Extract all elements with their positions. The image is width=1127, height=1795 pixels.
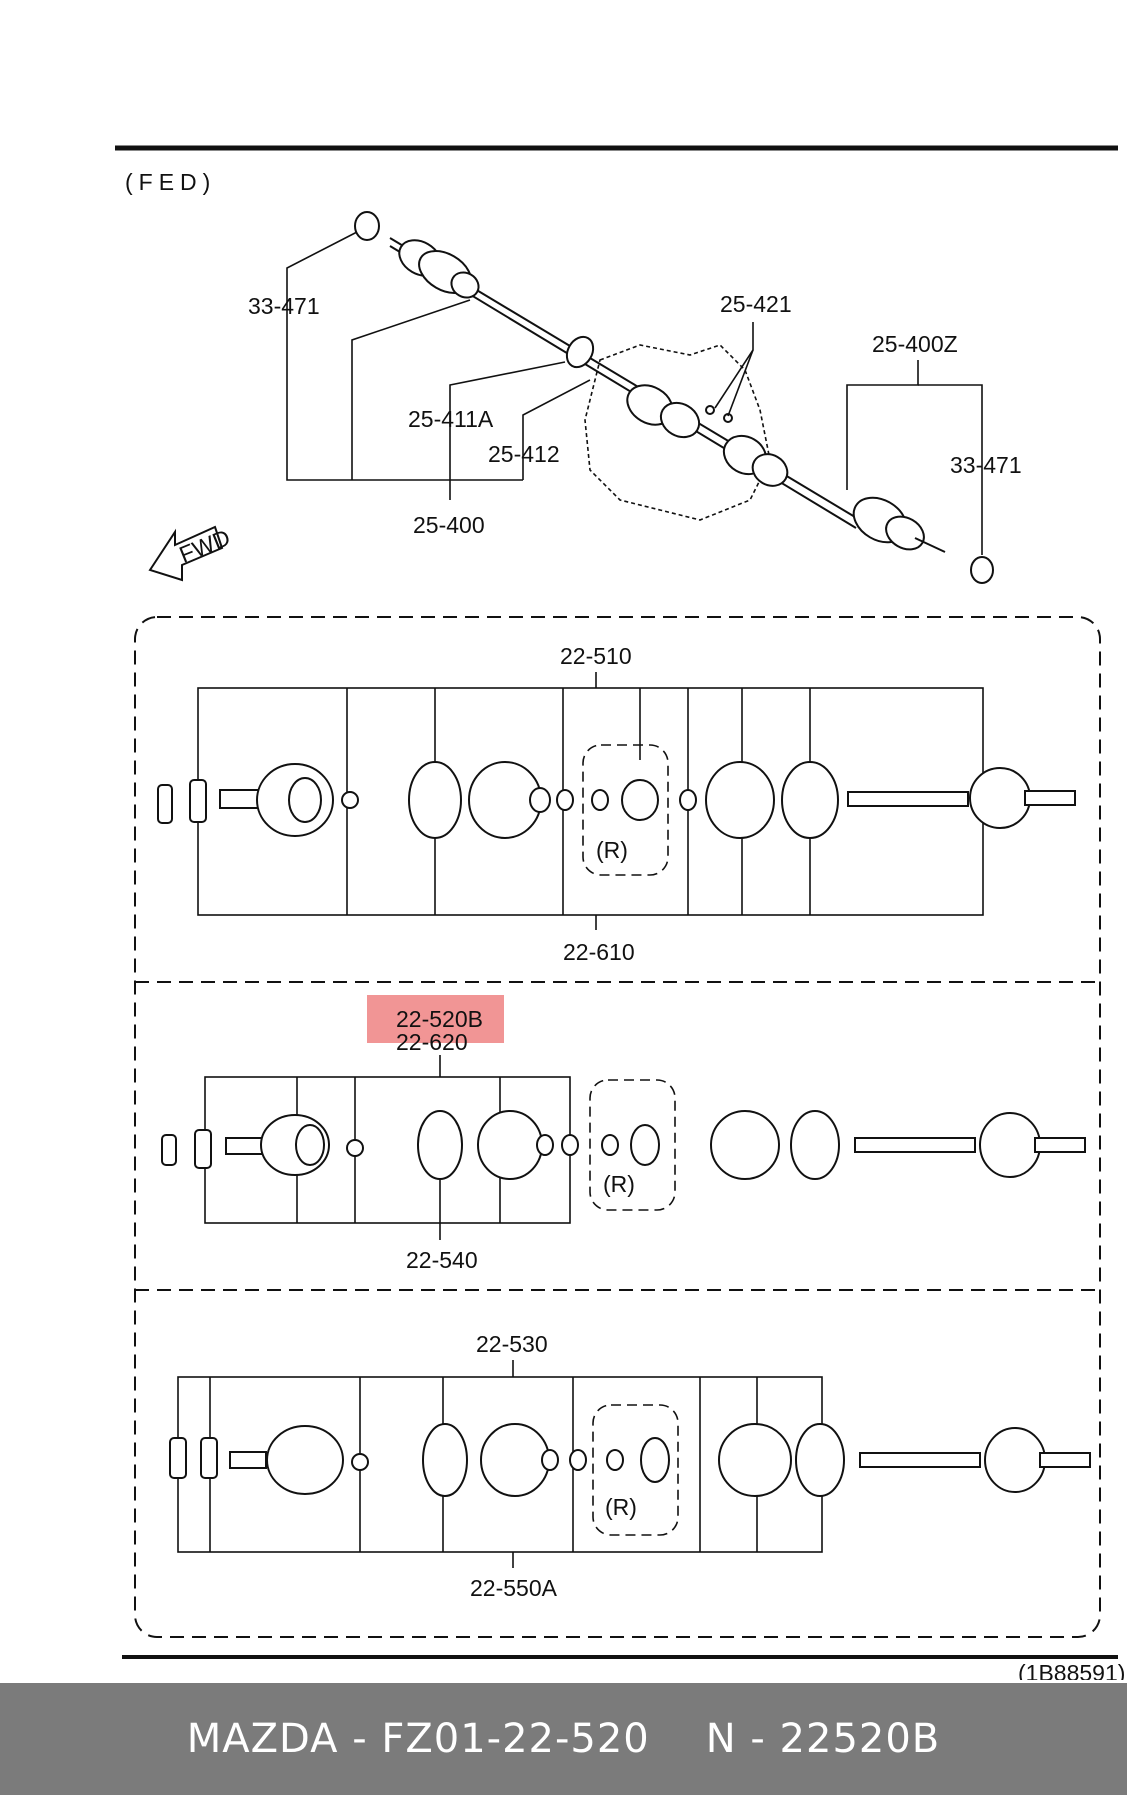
panel2-top-callout: 22-620 <box>396 1029 468 1055</box>
driveshaft-assembly <box>354 211 994 584</box>
drawing-number: (1B88591) <box>1018 1660 1125 1680</box>
panel-1 <box>157 672 1076 930</box>
panel2-r-label: (R) <box>603 1171 635 1197</box>
panel1-bottom-callout: 22-610 <box>563 939 635 965</box>
panel-3 <box>169 1360 1091 1568</box>
variant-label: (FED) <box>125 169 216 195</box>
highlighted-part-number: 22-520B <box>396 1006 483 1032</box>
panel3-top-callout: 22-530 <box>476 1331 548 1357</box>
fwd-arrow-icon: FWD <box>148 524 234 582</box>
panel1-top-callout: 22-510 <box>560 643 632 669</box>
footer-reference: N - 22520B <box>705 1716 941 1762</box>
callout-25-411A: 25-411A <box>408 406 494 432</box>
top-leaders <box>286 231 983 555</box>
callout-33-471-right: 33-471 <box>950 452 1022 478</box>
callout-33-471-left: 33-471 <box>248 293 320 319</box>
exploded-frame <box>134 616 1101 1638</box>
callout-25-421: 25-421 <box>720 291 792 317</box>
panel3-r-label: (R) <box>605 1494 637 1520</box>
panel1-r-label: (R) <box>596 837 628 863</box>
footer-part-number: MAZDA - FZ01-22-520 <box>186 1716 650 1762</box>
highlight-box <box>367 995 504 1043</box>
panel-2 <box>161 1055 1086 1240</box>
panel3-bottom-callout: 22-550A <box>470 1575 558 1601</box>
callout-25-400: 25-400 <box>413 512 485 538</box>
callout-25-412: 25-412 <box>488 441 560 467</box>
panel2-bottom-callout: 22-540 <box>406 1247 478 1273</box>
callout-25-400Z: 25-400Z <box>872 331 958 357</box>
footer-bar: MAZDA - FZ01-22-520 N - 22520B <box>0 1683 1127 1795</box>
parts-diagram: (FED) <box>115 145 1125 1680</box>
